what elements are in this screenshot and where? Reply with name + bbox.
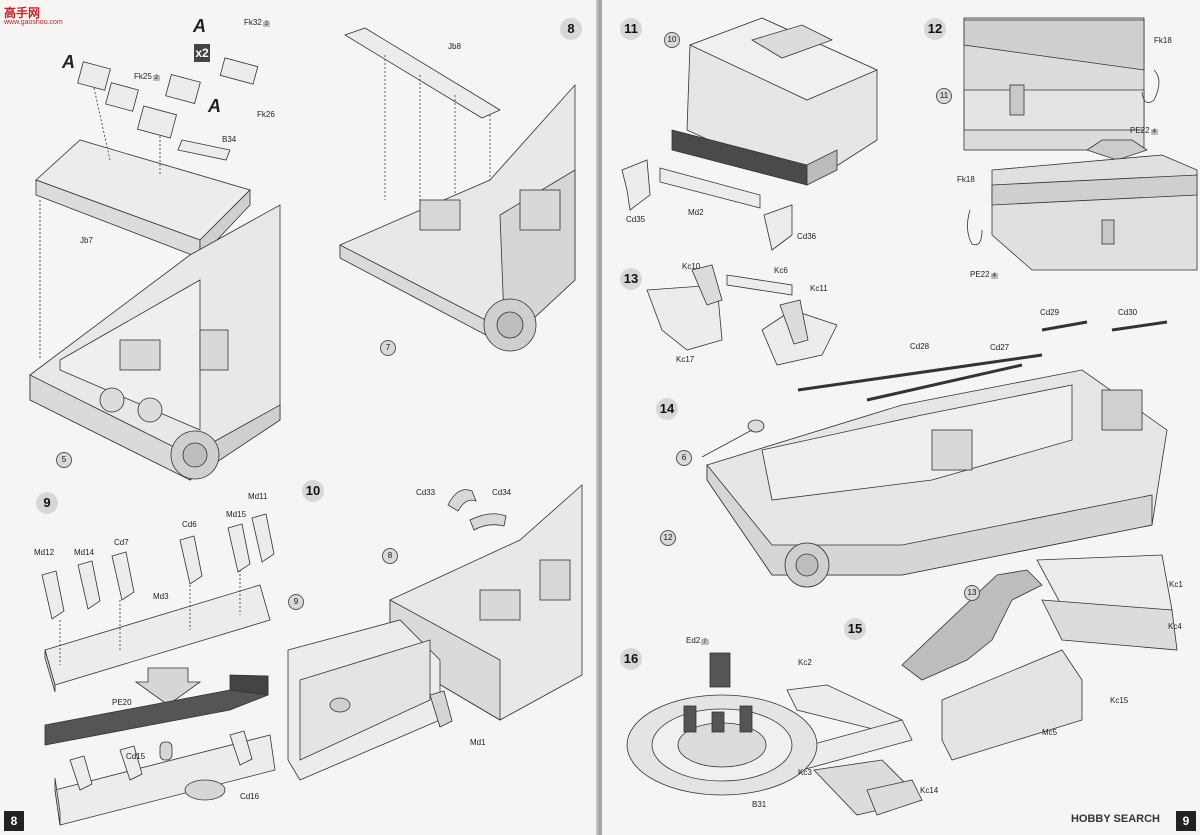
step-13-drawing xyxy=(646,264,838,366)
step-8-number: 8 xyxy=(560,18,582,40)
ref-circle-11: 11 xyxy=(936,88,952,104)
step-a-drawing xyxy=(29,57,281,481)
part-label-cd30: Cd30 xyxy=(1118,308,1138,317)
part-label-cd15: Cd15 xyxy=(126,752,146,761)
part-label-mc5: Mc5 xyxy=(1042,728,1058,737)
part-label-md1: Md1 xyxy=(470,738,486,747)
footer-watermark: HOBBY SEARCH xyxy=(1070,813,1160,825)
step-15-drawing xyxy=(786,554,1178,816)
part-label-cd6: Cd6 xyxy=(182,520,197,529)
ref-circle-10: 10 xyxy=(664,32,680,48)
part-label-kc3: Kc3 xyxy=(798,768,812,777)
part-label-md2: Md2 xyxy=(688,208,704,217)
part-label-jb7: Jb7 xyxy=(80,236,93,245)
right-page-drawings xyxy=(621,17,1198,816)
part-label-kc15: Kc15 xyxy=(1110,696,1129,705)
part-label-cd27: Cd27 xyxy=(990,343,1010,352)
left-page-drawings xyxy=(29,27,583,826)
step-11-number: 11 xyxy=(620,18,642,40)
part-label-cd16: Cd16 xyxy=(240,792,260,801)
callout-a-right: A xyxy=(208,96,221,116)
part-label-b34: B34 xyxy=(222,135,237,144)
part-label-jb8: Jb8 xyxy=(448,42,461,51)
ref-circle-5: 5 xyxy=(56,452,72,468)
book-gutter xyxy=(596,0,604,835)
part-label-kc6: Kc6 xyxy=(774,266,788,275)
step-9-number: 9 xyxy=(36,492,58,514)
callout-a-left: A xyxy=(62,52,75,72)
part-label-md14: Md14 xyxy=(74,548,95,557)
page-number-left: 8 xyxy=(4,811,24,831)
ref-circle-6: 6 xyxy=(676,450,692,466)
multiply-badge: x2 xyxy=(194,44,210,62)
step-10-drawing xyxy=(287,484,583,781)
step-10-number: 10 xyxy=(302,480,324,502)
step-12-number: 12 xyxy=(924,18,946,40)
step-15-number: 15 xyxy=(844,618,866,640)
step-16-number: 16 xyxy=(620,648,642,670)
part-label-cd29: Cd29 xyxy=(1040,308,1060,317)
part-label-pe20: PE20 xyxy=(112,698,132,707)
step-16-drawing xyxy=(626,652,818,796)
part-label-cd35: Cd35 xyxy=(626,215,646,224)
ref-circle-13: 13 xyxy=(964,585,980,601)
part-label-cd36: Cd36 xyxy=(797,232,817,241)
part-label-md15: Md15 xyxy=(226,510,247,519)
part-label-fk18-bottom: Fk18 xyxy=(957,175,975,184)
step-9-drawing xyxy=(41,513,276,826)
step-14-drawing xyxy=(701,320,1168,588)
part-label-kc11: Kc11 xyxy=(810,284,828,293)
part-label-fk26: Fk26 xyxy=(257,110,275,119)
ref-circle-7: 7 xyxy=(380,340,396,356)
ref-circle-12: 12 xyxy=(660,530,676,546)
part-label-kc17: Kc17 xyxy=(676,355,695,364)
part-label-cd7: Cd7 xyxy=(114,538,129,547)
ref-circle-8: 8 xyxy=(382,548,398,564)
part-label-cd33: Cd33 xyxy=(416,488,436,497)
page-number-right: 9 xyxy=(1176,811,1196,831)
part-label-fk18-top: Fk18 xyxy=(1154,36,1172,45)
part-label-md3: Md3 xyxy=(153,592,169,601)
part-label-cd28: Cd28 xyxy=(910,342,930,351)
step-8-drawing xyxy=(339,27,576,352)
part-label-cd34: Cd34 xyxy=(492,488,512,497)
part-label-md11: Md11 xyxy=(248,492,268,501)
part-label-kc2: Kc2 xyxy=(798,658,812,667)
part-label-kc14: Kc14 xyxy=(920,786,939,795)
step-a-number: A xyxy=(193,16,206,36)
step-11-drawing xyxy=(621,17,878,251)
part-label-kc4: Kc4 xyxy=(1168,622,1182,631)
part-label-b31: B31 xyxy=(752,800,767,809)
part-label-md12: Md12 xyxy=(34,548,55,557)
ref-circle-9: 9 xyxy=(288,594,304,610)
step-14-number: 14 xyxy=(656,398,678,420)
part-label-kc10: Kc10 xyxy=(682,262,701,271)
step-13-number: 13 xyxy=(620,268,642,290)
part-label-kc1: Kc1 xyxy=(1169,580,1183,589)
step-12-drawing xyxy=(963,17,1198,271)
